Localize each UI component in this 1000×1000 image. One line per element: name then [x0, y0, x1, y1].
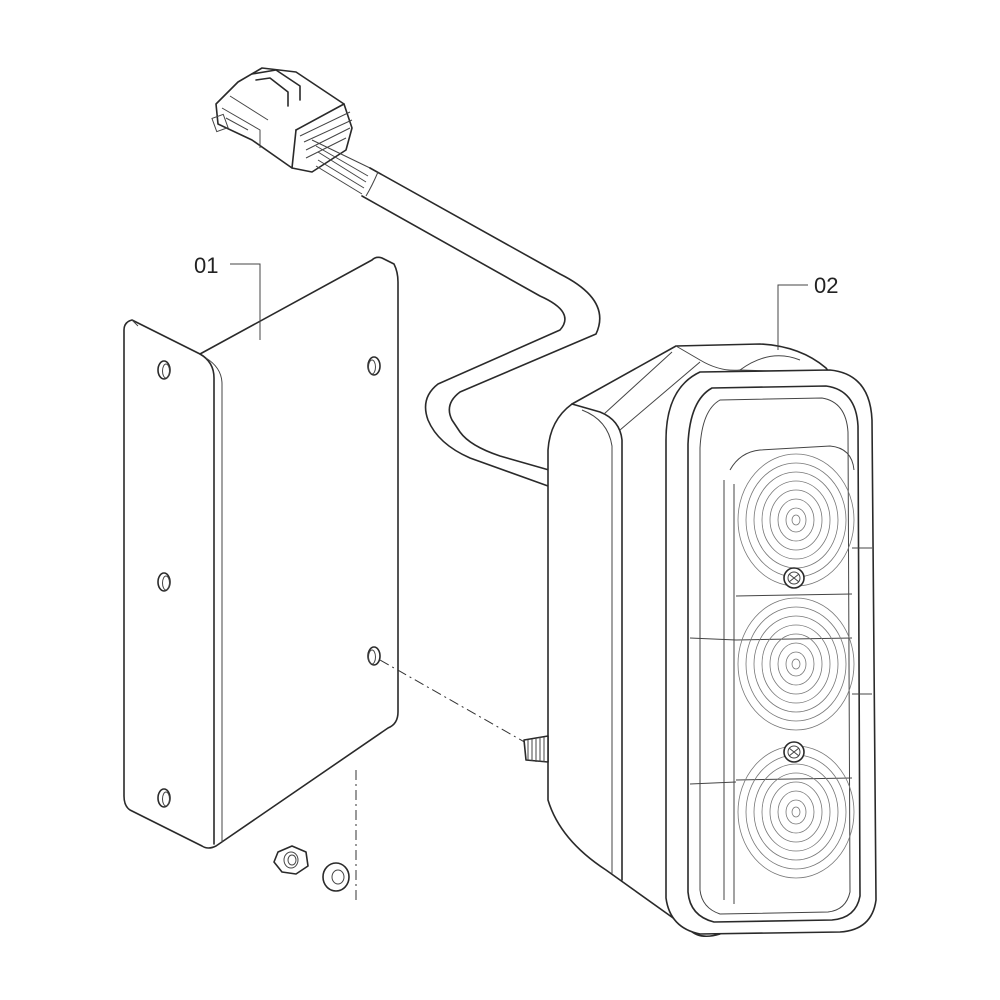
lamp-assembly[interactable]: [523, 343, 877, 938]
lens-screw[interactable]: [783, 741, 805, 763]
lens-reflector-middle: [737, 597, 855, 731]
bracket-hole: [367, 356, 381, 376]
bracket-hole: [157, 788, 171, 808]
callout-01: 01: [194, 253, 261, 340]
callout-label-01: 01: [194, 253, 218, 278]
assembly-line: [379, 659, 529, 745]
lens-screw[interactable]: [783, 567, 805, 589]
bracket-hole: [157, 360, 171, 380]
callout-label-02: 02: [814, 273, 838, 298]
wire-harness[interactable]: [211, 67, 601, 487]
mounting-bracket[interactable]: [123, 256, 399, 849]
hex-nut[interactable]: [273, 845, 309, 875]
callout-02: 02: [777, 273, 838, 350]
mounting-stud[interactable]: [523, 735, 549, 763]
electrical-connector[interactable]: [211, 67, 371, 195]
bracket-hole: [157, 572, 171, 592]
washer[interactable]: [322, 862, 350, 892]
bracket-hole: [367, 646, 381, 666]
